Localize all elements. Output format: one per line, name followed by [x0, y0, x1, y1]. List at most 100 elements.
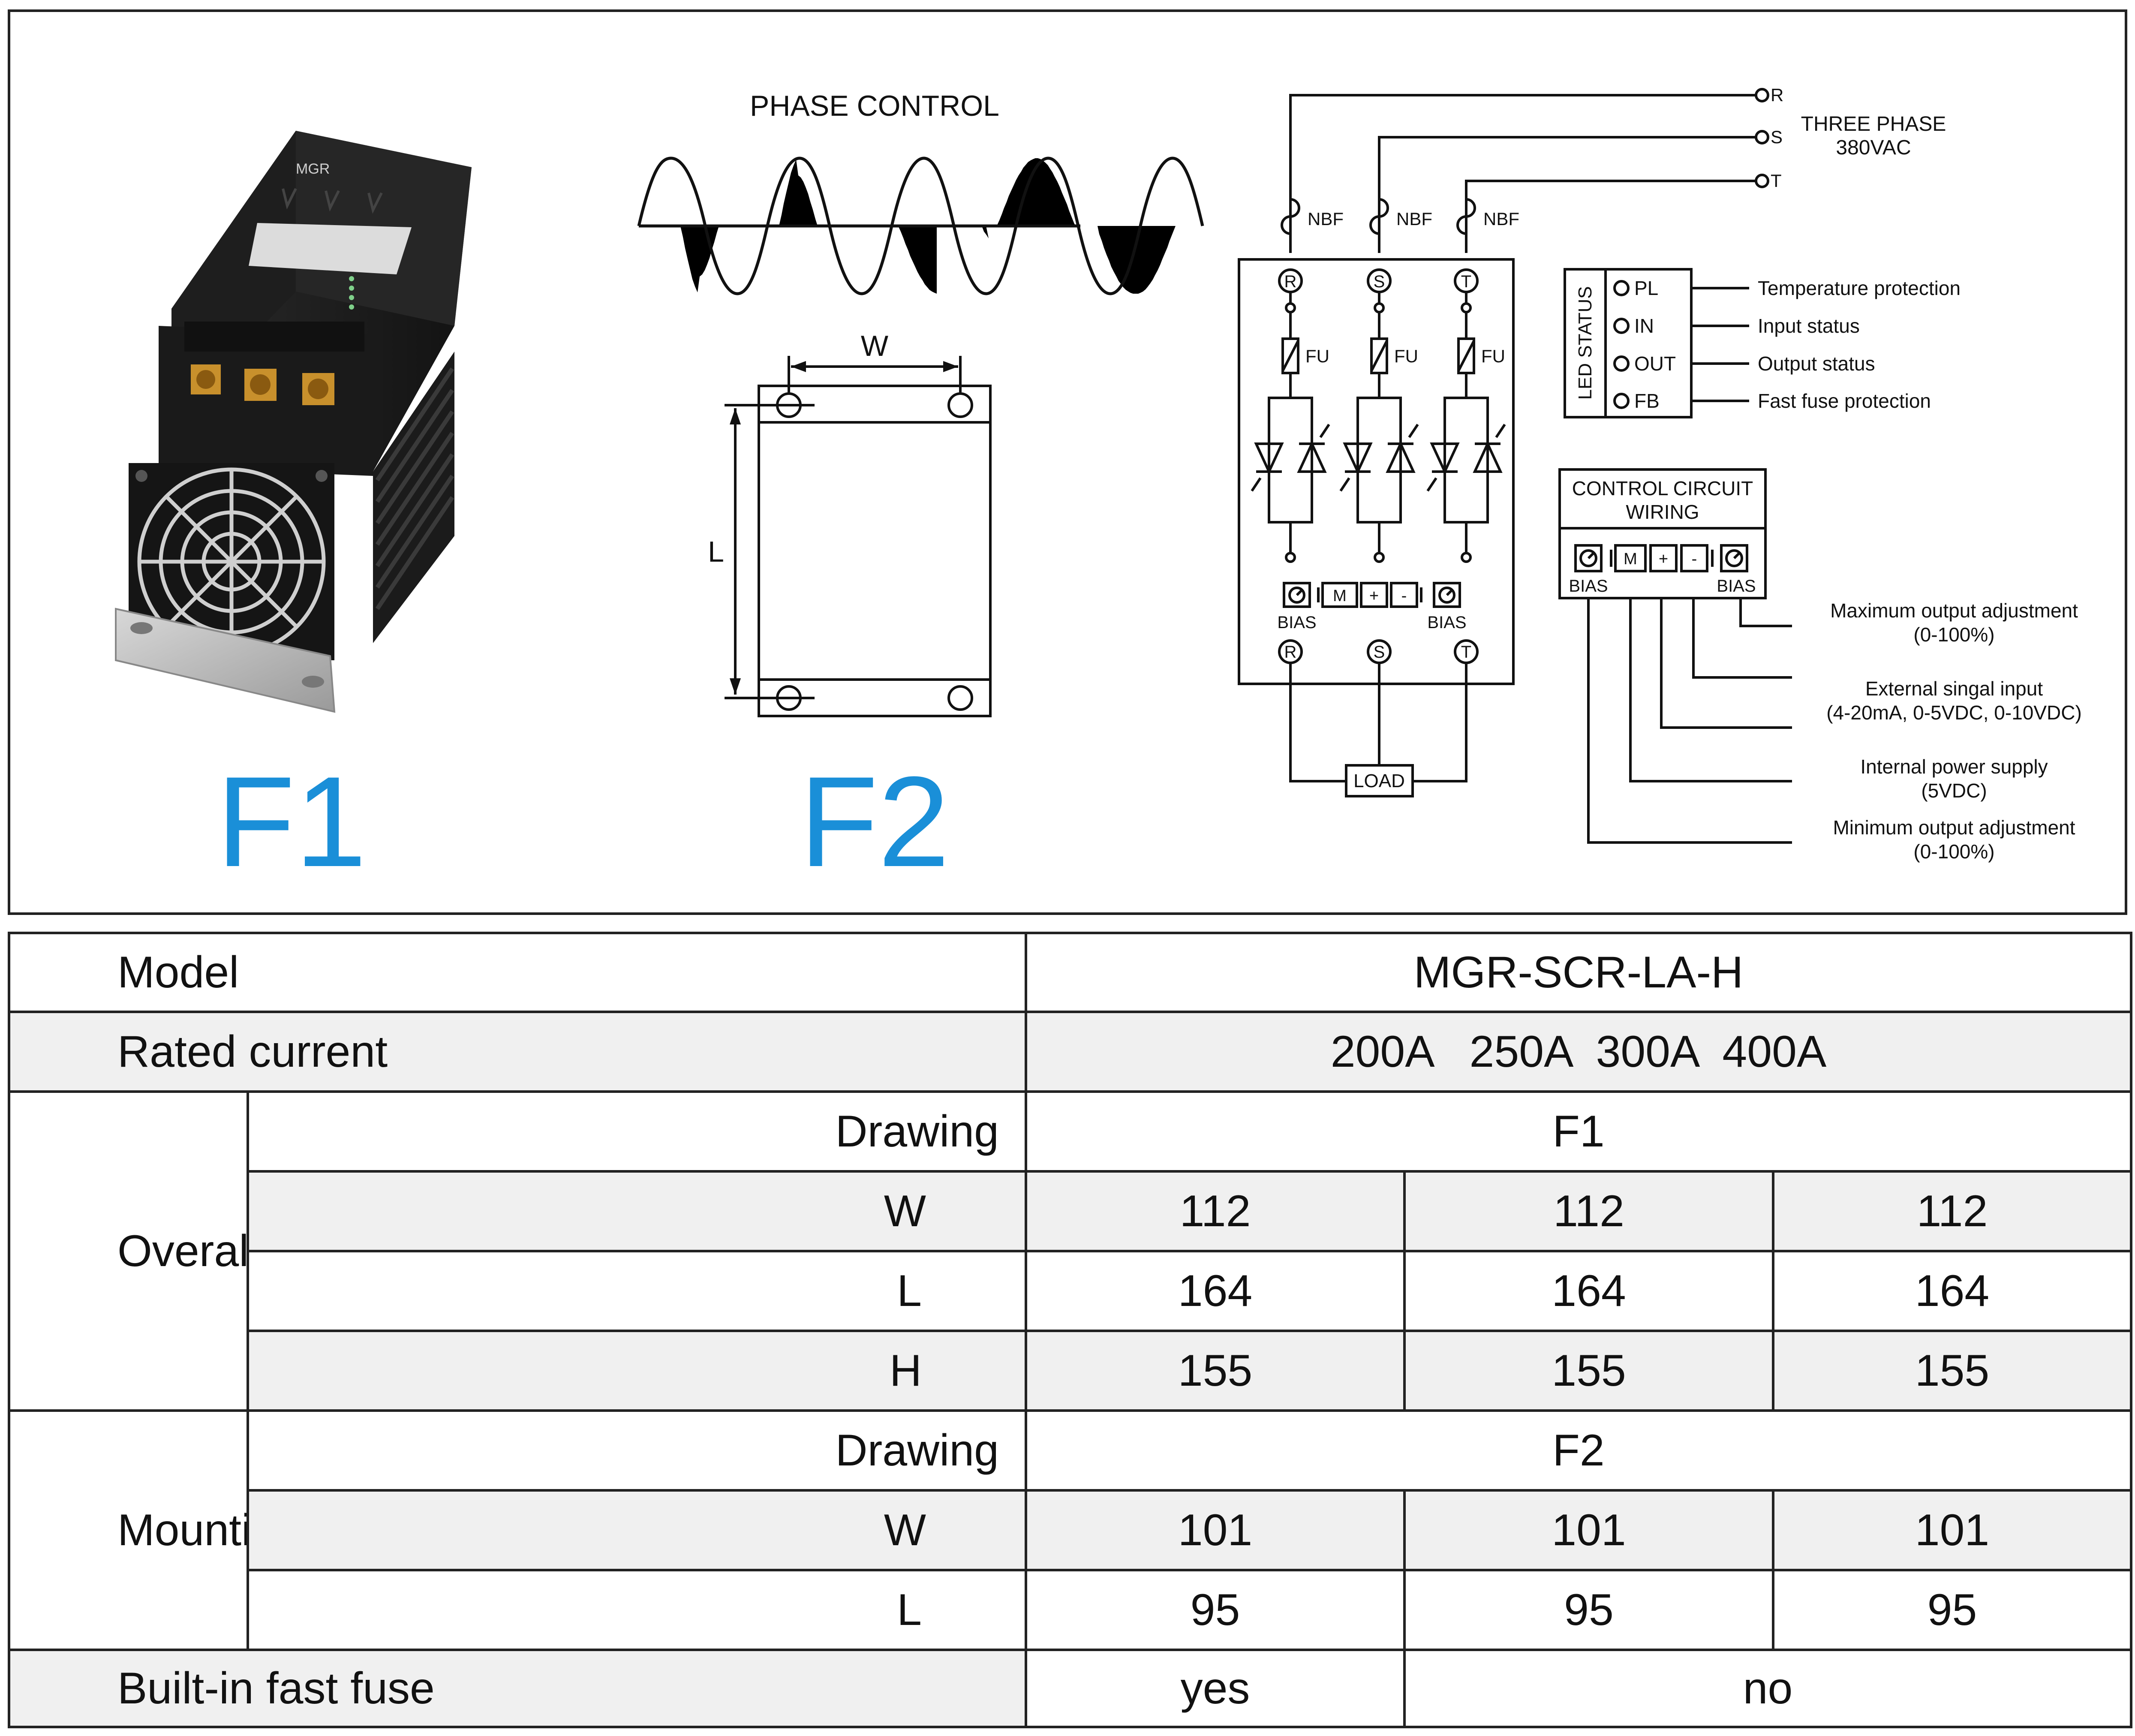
table-row-model: Model MGR-SCR-LA-H: [7, 932, 2133, 1013]
overall-h-200: 155: [1025, 1330, 1406, 1412]
product-photo: MGR: [115, 131, 472, 713]
table-row-rated-current: Rated current 200A 250A 300A 400A: [7, 1011, 2133, 1093]
fuse-label-t: FU: [1481, 346, 1505, 366]
callout-ext-line1: External singal input: [1865, 677, 2043, 700]
table-row-overall-drawing: Overall Dimension Drawing F1: [8, 1090, 2133, 1412]
supply-label-s: S: [1771, 127, 1783, 147]
breaker-label-s: NBF: [1396, 209, 1432, 229]
figure-label-f1: F1: [217, 749, 367, 894]
overall-dim-l: L: [246, 1250, 1028, 1332]
led-in: IN: [1634, 315, 1654, 337]
table-row-overall-w: W 112 112 112: [9, 1170, 2133, 1252]
mount-dim-w: W: [861, 330, 888, 362]
overall-l-300: 164: [1772, 1250, 2133, 1332]
inner-bias-left: BIAS: [1277, 613, 1316, 632]
fast-fuse-label: Built-in fast fuse: [7, 1649, 1028, 1728]
table-row-overall-l: L 164 164 164: [9, 1250, 2133, 1332]
overall-l-200: 164: [1025, 1250, 1406, 1332]
fuse-label-s: FU: [1394, 346, 1418, 366]
diagram-panel: MGR: [8, 9, 2127, 915]
supply-label-t: T: [1771, 171, 1782, 191]
breaker-label-t: NBF: [1483, 209, 1519, 229]
ctrl-terminal-minus: -: [1692, 550, 1697, 568]
rated-current-label: Rated current: [7, 1011, 1028, 1093]
power-terminals: [191, 364, 334, 405]
led-desc-pl: Temperature protection: [1758, 277, 1961, 299]
callout-int-line2: (5VDC): [1921, 779, 1987, 802]
mounting-bracket: [115, 608, 336, 713]
inner-bias-right: BIAS: [1427, 613, 1466, 632]
control-callouts: Maximum output adjustment (0-100%) Exter…: [1826, 599, 2082, 863]
overall-w-200: 112: [1025, 1170, 1406, 1252]
callout-ext-line2: (4-20mA, 0-5VDC, 0-10VDC): [1826, 701, 2082, 724]
mounting-l-200: 95: [1025, 1569, 1406, 1651]
load-label: LOAD: [1353, 770, 1405, 791]
output-terminal-r: R: [1284, 643, 1297, 662]
phase-waveform: [637, 156, 1204, 295]
model-label: Model: [7, 932, 1028, 1013]
overall-w-250: 112: [1403, 1170, 1775, 1252]
fast-fuse-yes: yes: [1025, 1649, 1406, 1728]
ctrl-bias-left: BIAS: [1569, 577, 1608, 596]
led-desc-in: Input status: [1758, 315, 1860, 337]
callout-max-line1: Maximum output adjustment: [1830, 599, 2078, 622]
control-wiring-panel: [1558, 468, 1792, 844]
ctrl-terminal-plus: +: [1659, 550, 1668, 568]
led-fb: FB: [1634, 390, 1660, 412]
callout-min-line2: (0-100%): [1913, 840, 1994, 863]
overall-dim-h: H: [246, 1330, 1028, 1412]
led-desc-out: Output status: [1758, 352, 1875, 375]
led-out: OUT: [1634, 352, 1676, 375]
figure-label-f2: F2: [800, 749, 950, 894]
table-row-mounting-w: W 101 101 101: [9, 1489, 2133, 1571]
ctrl-bias-right: BIAS: [1717, 577, 1756, 596]
input-terminal-s: S: [1374, 272, 1385, 291]
mounting-l-250: 95: [1403, 1569, 1775, 1651]
table-row-fast-fuse: Built-in fast fuse yes no: [7, 1649, 2133, 1728]
mounting-w-200: 101: [1025, 1489, 1406, 1571]
supply-label-r: R: [1771, 85, 1783, 105]
callout-int-line1: Internal power supply: [1860, 755, 2048, 778]
fuse-label-r: FU: [1305, 346, 1329, 366]
mounting-dim-l: L: [246, 1569, 1028, 1651]
led-status-title: LED STATUS: [1575, 286, 1596, 400]
overall-l-250: 164: [1403, 1250, 1775, 1332]
overall-h-300: 155: [1772, 1330, 2133, 1412]
led-desc-fb: Fast fuse protection: [1758, 390, 1931, 412]
overall-dimension-label: Overall Dimension: [8, 1090, 249, 1412]
mounting-drawing: [725, 356, 992, 717]
fast-fuse-no: no: [1403, 1649, 2133, 1728]
phase-control-title: PHASE CONTROL: [750, 90, 999, 122]
mounting-w-300: 101: [1772, 1489, 2133, 1571]
inner-terminal-m: M: [1333, 587, 1347, 605]
mounting-dimension-label: Mounting Dimension: [8, 1409, 249, 1651]
mount-dim-l: L: [708, 536, 724, 568]
rated-current-value: 200A 250A 300A 400A: [1025, 1011, 2133, 1093]
overall-dim-w: W: [246, 1170, 1028, 1252]
wiring-schematic: [1238, 88, 1769, 797]
input-terminal-t: T: [1461, 272, 1471, 291]
product-logo: MGR: [296, 161, 330, 177]
inner-terminal-plus: +: [1369, 587, 1379, 605]
output-terminal-s: S: [1374, 643, 1385, 662]
led-status-panel: [1564, 268, 1749, 418]
overall-w-300: 112: [1772, 1170, 2133, 1252]
table-row-overall-h: H 155 155 155: [9, 1330, 2133, 1412]
mounting-dim-w: W: [246, 1489, 1028, 1571]
output-terminal-t: T: [1461, 643, 1471, 662]
three-phase-line1: THREE PHASE: [1801, 113, 1946, 135]
diagram-canvas: MGR: [115, 85, 2082, 894]
callout-max-line2: (0-100%): [1913, 623, 1994, 646]
breaker-label-r: NBF: [1308, 209, 1344, 229]
input-terminal-r: R: [1284, 272, 1297, 291]
callout-min-line1: Minimum output adjustment: [1833, 816, 2075, 839]
mounting-w-250: 101: [1403, 1489, 1775, 1571]
overall-drawing-label: Drawing: [246, 1090, 1028, 1173]
control-wiring-title-2: WIRING: [1626, 501, 1699, 523]
inner-terminal-minus: -: [1401, 587, 1407, 605]
three-phase-line2: 380VAC: [1836, 136, 1911, 159]
spec-table: Model MGR-SCR-LA-H Rated current 200A 25…: [7, 932, 2133, 1728]
led-pl: PL: [1634, 277, 1658, 299]
overall-drawing-value: F1: [1025, 1090, 2133, 1173]
table-row-mounting-l: L 95 95 95: [9, 1569, 2133, 1651]
